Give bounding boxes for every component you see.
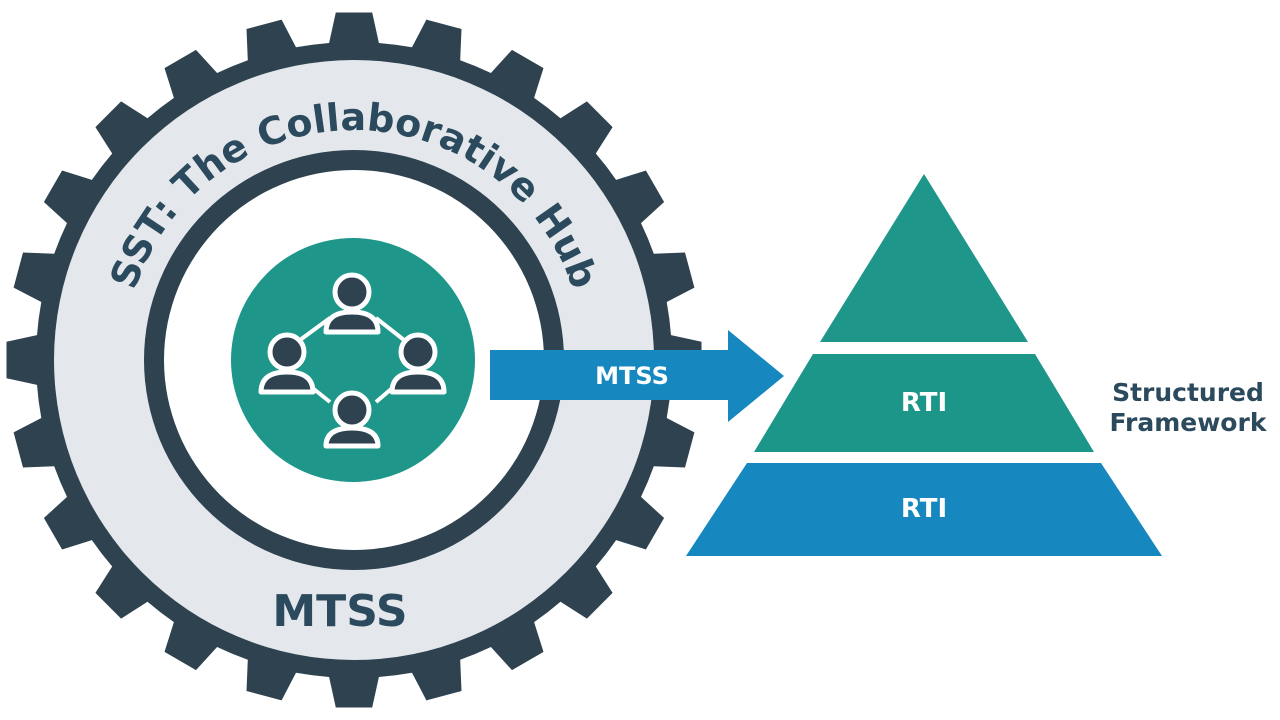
arrow-label: MTSS bbox=[595, 362, 669, 390]
hub-center-circle bbox=[231, 238, 475, 482]
person-top-body bbox=[323, 309, 381, 335]
hub-bottom-label: MTSS bbox=[272, 586, 407, 637]
person-bottom-body bbox=[323, 425, 381, 449]
pyramid-tier-middle bbox=[754, 354, 1094, 452]
arrow-shape bbox=[490, 330, 784, 422]
pyramid-tier-top bbox=[820, 174, 1028, 342]
mtss-arrow: MTSS bbox=[490, 330, 784, 422]
person-right-head bbox=[398, 332, 438, 372]
person-left-head bbox=[267, 332, 307, 372]
side-label-line2: Framework bbox=[1109, 408, 1267, 437]
pyramid-tier-middle-label: RTI bbox=[901, 388, 947, 418]
structured-framework-label: Structured Framework bbox=[1098, 378, 1278, 438]
pyramid-tier-bottom bbox=[686, 463, 1162, 556]
person-top-head bbox=[332, 272, 372, 312]
pyramid: RTI RTI bbox=[686, 174, 1162, 556]
pyramid-tier-bottom-label: RTI bbox=[901, 494, 947, 524]
side-label-line1: Structured bbox=[1112, 378, 1264, 407]
person-left-body bbox=[258, 369, 316, 395]
person-bottom-head bbox=[332, 390, 372, 430]
team-network-icon bbox=[258, 272, 447, 449]
person-right-body bbox=[389, 369, 447, 395]
